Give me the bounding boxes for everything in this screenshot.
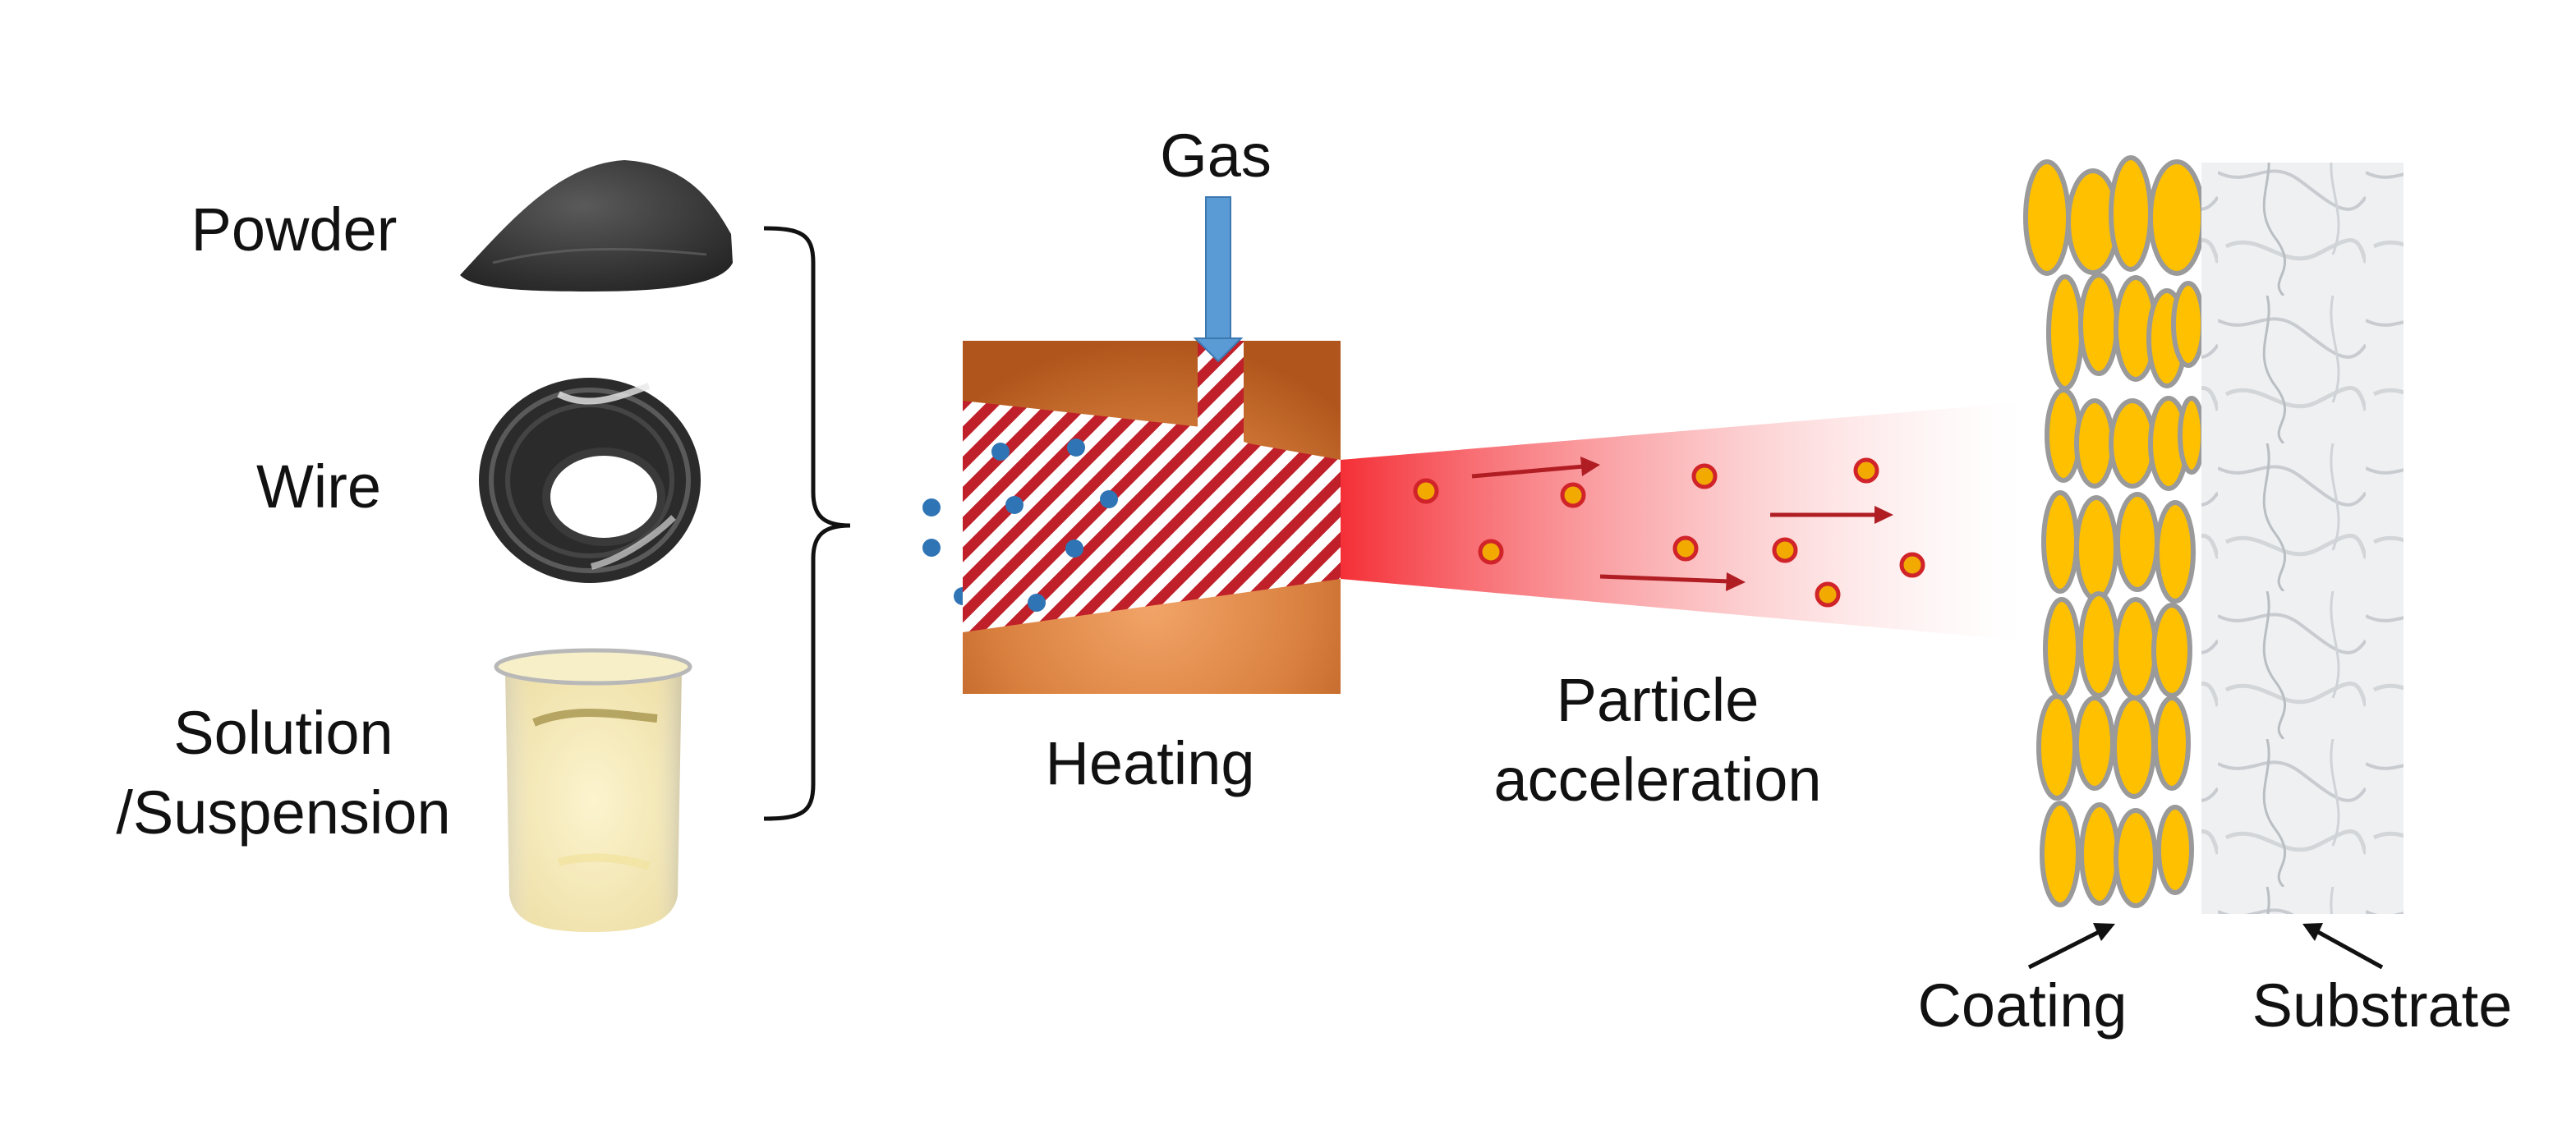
substrate-block [2201, 163, 2404, 914]
wire-label: Wire [256, 452, 381, 521]
heater-particles [991, 438, 1118, 612]
solution-label-line1: Solution [173, 699, 393, 767]
substrate-label: Substrate [2252, 971, 2513, 1040]
heating-chamber [963, 341, 1341, 694]
coating-layer [2023, 155, 2206, 908]
spray-plume [1341, 402, 2022, 640]
coating-label: Coating [1917, 971, 2127, 1040]
gas-label: Gas [1160, 122, 1272, 190]
molten-particles [1413, 457, 1925, 608]
wire-coil-image [479, 378, 701, 583]
coating-pointer-arrow [2027, 923, 2115, 970]
beaker-image [494, 648, 692, 932]
velocity-arrows [1471, 457, 1893, 591]
particle-label-line1: Particle [1557, 666, 1760, 734]
feedstock-bracket [763, 226, 851, 821]
gas-arrow-icon [1193, 196, 1244, 363]
substrate-pointer-arrow [2302, 923, 2384, 970]
powder-pile-image [460, 160, 733, 292]
solution-label-line2: /Suspension [116, 778, 450, 847]
powder-label: Powder [191, 195, 398, 264]
heating-label: Heating [1045, 729, 1254, 797]
particle-label-line2: acceleration [1493, 746, 1821, 814]
